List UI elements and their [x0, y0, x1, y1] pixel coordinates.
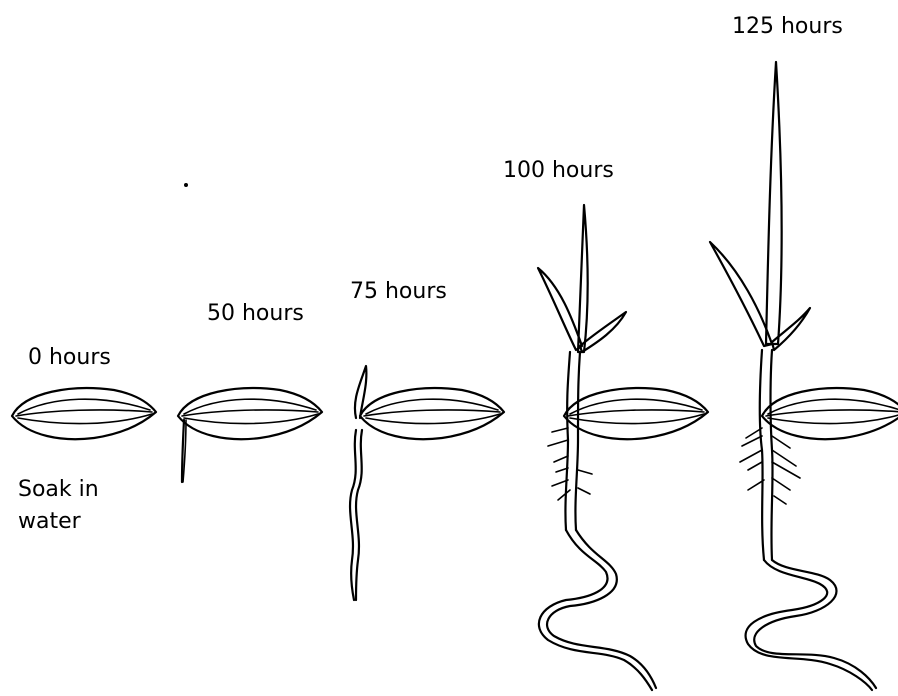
stage-label-125: 125 hours — [732, 14, 843, 39]
leaf-100-left — [538, 268, 582, 350]
seed-50-hours — [178, 388, 322, 482]
leaf-125-central — [766, 62, 782, 344]
speck — [185, 184, 188, 187]
seedling-100-hours — [538, 205, 708, 690]
stage-label-0: 0 hours — [28, 345, 111, 370]
stage-label-50: 50 hours — [207, 301, 304, 326]
leaf-125-left — [710, 242, 772, 346]
soak-note-line2: water — [18, 509, 82, 534]
root-75 — [350, 430, 356, 600]
stage-label-75: 75 hours — [350, 279, 447, 304]
stage-label-100: 100 hours — [503, 158, 614, 183]
leaf-100-central — [578, 205, 588, 352]
seedling-125-hours — [710, 62, 898, 690]
seed-0-hours — [12, 388, 156, 439]
soak-note-line1: Soak in — [18, 477, 99, 502]
seedling-75-hours — [350, 366, 504, 600]
